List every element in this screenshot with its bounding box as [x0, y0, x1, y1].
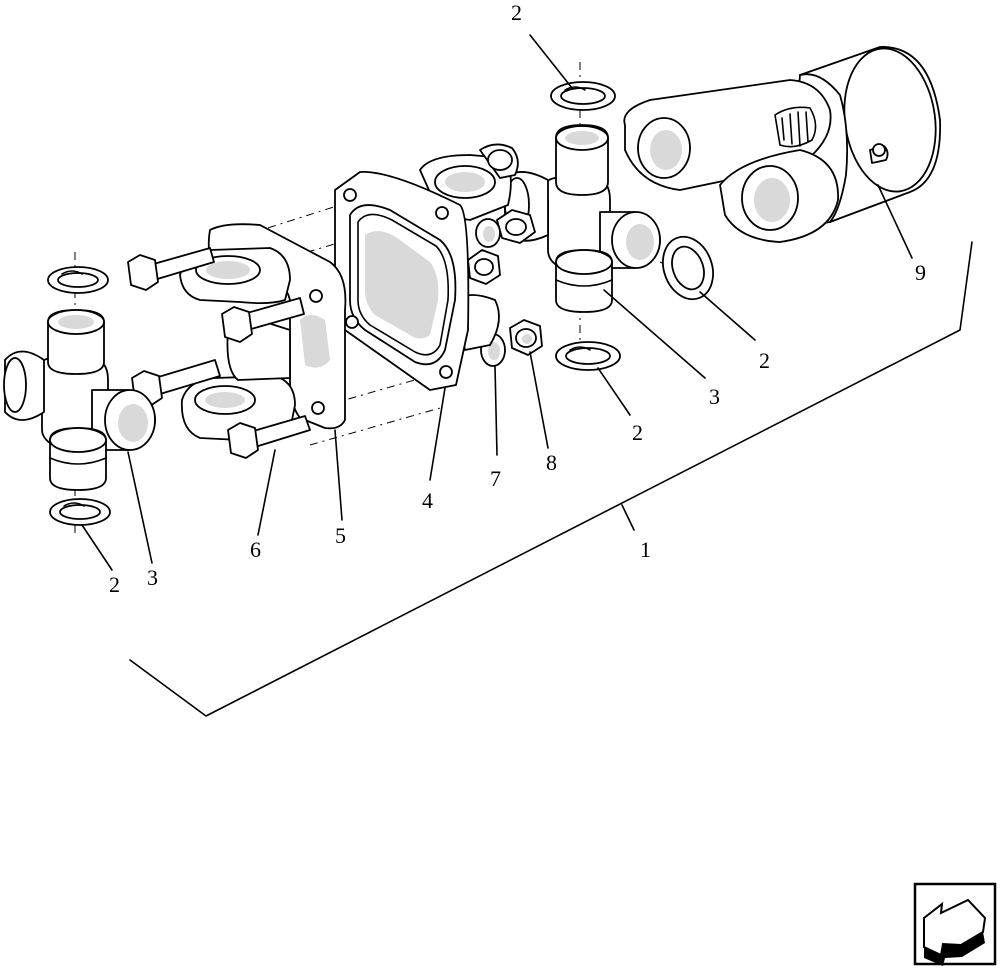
- hex-nut: [509, 319, 543, 356]
- bolt-1: [127, 247, 215, 291]
- snap-ring-top: [550, 81, 616, 111]
- callout-9: 9: [915, 260, 926, 285]
- callout-8: 8: [546, 450, 557, 475]
- callout-5: 5: [335, 523, 346, 548]
- snap-ring-right: [662, 235, 714, 301]
- callout-2-right: 2: [759, 348, 770, 373]
- callout-7: 7: [490, 466, 501, 491]
- callout-2-lower: 2: [632, 420, 643, 445]
- bolt-2: [221, 297, 305, 343]
- bolt-4: [227, 415, 311, 459]
- callout-1: 1: [640, 537, 651, 562]
- leader-lines: [81, 34, 913, 571]
- callout-6: 6: [250, 537, 261, 562]
- snap-ring-lower-left: [49, 498, 111, 526]
- callout-4: 4: [422, 488, 433, 513]
- arrow-icon[interactable]: [913, 882, 997, 966]
- snap-ring-lower-right: [555, 341, 621, 371]
- snap-ring-upper-left: [47, 266, 109, 294]
- nut-upper: [475, 209, 536, 248]
- callout-labels: 2 9 2 3 2 8 7 4 1 5 6 3 2: [109, 0, 926, 597]
- assembly-bracket: [129, 241, 973, 717]
- nut-middle: [467, 249, 501, 285]
- cross-bearing-left: [3, 309, 156, 491]
- flange-yoke-left: [179, 223, 347, 441]
- callout-2-left: 2: [109, 572, 120, 597]
- callout-3-left: 3: [147, 565, 158, 590]
- callout-3-right: 3: [709, 384, 720, 409]
- callout-2-top: 2: [511, 0, 522, 25]
- yoke-tube: [623, 46, 941, 243]
- flange-yoke-right: [334, 143, 519, 391]
